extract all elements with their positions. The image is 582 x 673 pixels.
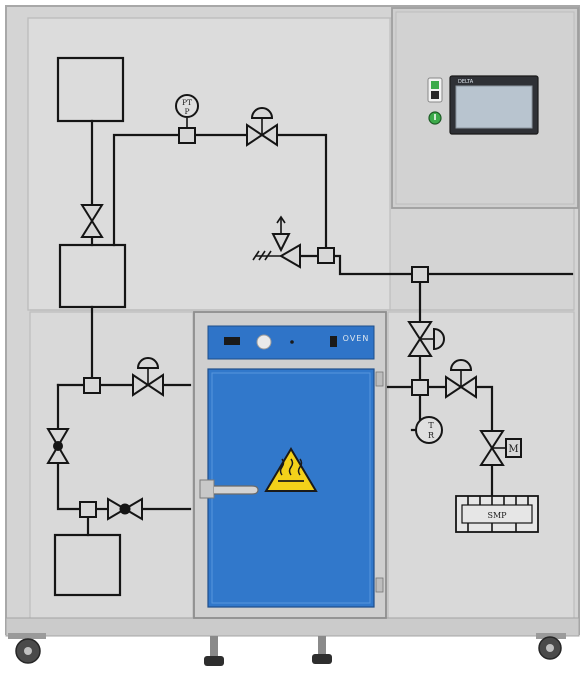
power-green-icon[interactable] [427, 77, 443, 103]
motor-label: M [508, 444, 518, 455]
reset-icon[interactable] [428, 111, 442, 125]
pressure-gauge-top-label: PT [182, 98, 192, 107]
temperature-gauge-bottom-label: R [428, 431, 435, 440]
tank-top [56, 56, 125, 123]
piping [56, 119, 574, 537]
hmi-brand-label: DELTA [458, 79, 474, 85]
pneumatic-valve-right-horizontal [445, 359, 477, 399]
pneumatic-valve-left [132, 357, 164, 397]
oven-door-handle[interactable] [199, 479, 259, 499]
pneumatic-valve-right-vertical [407, 321, 445, 357]
motorized-valve [479, 430, 522, 466]
smp-label: SMP [487, 511, 507, 520]
hmi-touch-panel[interactable] [449, 75, 539, 135]
temperature-gauge [415, 416, 443, 444]
manual-valve-vertical-top [80, 204, 104, 238]
casters [8, 633, 566, 664]
hot-surface-warning-icon [264, 447, 318, 492]
oven-brand-label: OVEN [343, 334, 370, 343]
pressure-gauge [175, 94, 199, 128]
ball-valve-left-vertical [46, 428, 70, 464]
relief-valve [252, 215, 301, 269]
leveling-feet [204, 636, 332, 666]
temperature-gauge-top-label: T [428, 421, 434, 430]
ball-valve-left-horizontal [107, 497, 143, 521]
pneumatic-valve-top [246, 107, 278, 147]
smp-module [455, 495, 539, 533]
pipe-junctions [79, 127, 429, 518]
pressure-gauge-bottom-label: P [184, 107, 189, 116]
